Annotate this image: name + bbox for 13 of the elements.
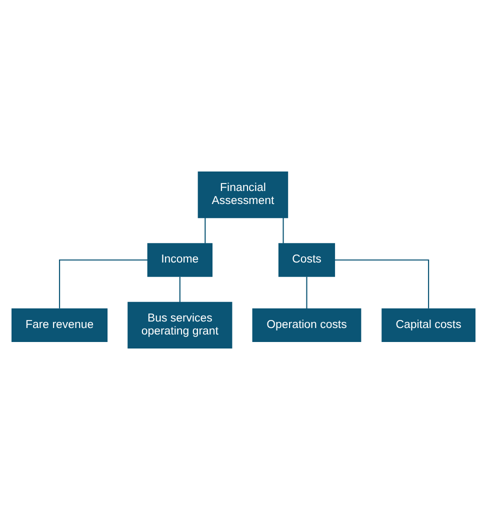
node-box: Costs xyxy=(278,243,336,277)
connector xyxy=(204,218,206,244)
node-box: Operation costs xyxy=(252,308,362,342)
connector xyxy=(306,276,308,309)
node-box: Income xyxy=(147,243,212,277)
node-box: Fare revenue xyxy=(12,308,108,342)
node-box: Bus services operating grant xyxy=(128,302,232,348)
node-box: Capital costs xyxy=(382,308,476,342)
connector xyxy=(334,259,430,308)
connector xyxy=(179,276,180,302)
connector xyxy=(282,218,284,244)
connector xyxy=(59,259,148,308)
node-box: Financial Assessment xyxy=(198,172,288,218)
